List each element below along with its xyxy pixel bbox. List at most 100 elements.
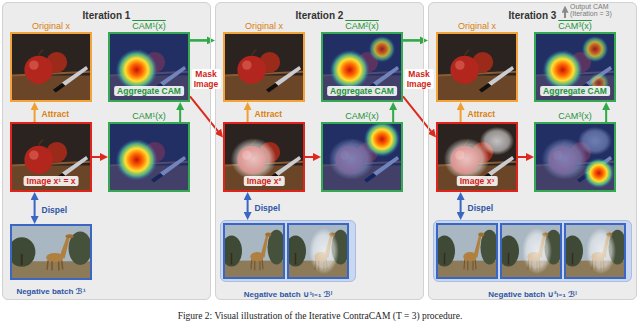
label-holder: Attract — [253, 103, 284, 121]
box-heading: Original x — [458, 21, 496, 32]
box-heading: CAM¹(x) — [132, 21, 166, 32]
original-image-box: Original x — [10, 32, 92, 102]
image-label: Aggregate CAM — [540, 86, 610, 96]
flow-arrow — [92, 156, 103, 158]
edge-label: Attract — [253, 109, 284, 119]
photo — [12, 124, 90, 190]
output-note: Output CAM (Iteration = 3) — [570, 3, 636, 18]
edge-label: Attract — [466, 109, 497, 119]
text-holder: Image x¹ = x — [24, 170, 79, 188]
box-heading: Original x — [32, 21, 70, 32]
panel-title: Iteration 3 — [509, 10, 557, 22]
photo — [438, 34, 516, 100]
text-holder: Aggregate CAM — [114, 80, 184, 98]
panel-title: Iteration 1 — [83, 10, 131, 22]
input-image-box: Image x² — [223, 122, 305, 192]
edge-label: Mask Image — [192, 69, 221, 89]
edge-label: Attract — [40, 109, 71, 119]
iteration-panel: Original xCAM¹(x)Aggregate CAMImage x¹ =… — [2, 2, 211, 300]
photo — [562, 224, 627, 278]
caption-holder: Figure 2: Visual illustration of the Ite… — [0, 305, 640, 323]
original-image-box: Original x — [436, 32, 518, 102]
edge-label: Dispel — [253, 203, 283, 213]
box-heading: CAM²(x) — [345, 111, 379, 122]
text-holder: Original x — [245, 15, 283, 33]
flow-arrow — [605, 107, 607, 122]
panel-ground — [215, 2, 424, 300]
heatmap — [536, 124, 614, 190]
text-holder: Iteration 1 — [3, 5, 210, 23]
heatmap — [110, 124, 188, 190]
iteration-panel: Original xCAM³(x)Aggregate CAMImage x³CA… — [428, 2, 637, 300]
batch-ground — [220, 220, 356, 282]
text-holder: CAM¹(x) — [132, 105, 166, 123]
text-holder: Original x — [32, 15, 70, 33]
image-label: Aggregate CAM — [114, 86, 184, 96]
flow-arrow — [190, 39, 210, 42]
negative-batch: Negative batch ∪¹ₗ₌₁ ℬˡ — [220, 220, 356, 282]
output-arrow — [564, 10, 566, 18]
text-holder: Original x — [458, 15, 496, 33]
label-holder: Attract — [40, 103, 71, 121]
image-label: Image x¹ = x — [24, 176, 79, 186]
edge-label: Dispel — [40, 205, 70, 215]
label-holder: Dispel — [253, 197, 283, 215]
edge-label: Mask Image — [405, 69, 434, 89]
box-heading: CAM³(x) — [558, 21, 592, 32]
panel-ground — [2, 2, 211, 300]
cam-box: CAM¹(x) — [108, 122, 190, 192]
image-label: Image x² — [244, 176, 285, 186]
label-holder: Attract — [466, 103, 497, 121]
flow-arrow — [34, 107, 36, 122]
photo — [434, 224, 499, 278]
box-heading: Original x — [245, 21, 283, 32]
input-image-box: Image x¹ = x — [10, 122, 92, 192]
text-holder: Iteration 2 — [216, 5, 423, 23]
photo — [225, 34, 303, 100]
flow-arrow — [403, 39, 423, 42]
text-holder: CAM¹(x) — [132, 15, 166, 33]
text-holder: CAM²(x) — [345, 15, 379, 33]
photo — [498, 224, 563, 278]
heatmap — [323, 34, 401, 100]
panel-title: Iteration 2 — [296, 10, 344, 22]
flow-arrow — [460, 197, 462, 215]
text-holder: Image x³ — [457, 170, 498, 188]
photo — [285, 224, 350, 278]
photo-frame — [437, 224, 497, 278]
photo-frame — [288, 224, 348, 278]
photo-frame — [501, 224, 561, 278]
flow-arrow — [460, 107, 462, 122]
image-label: Aggregate CAM — [327, 86, 397, 96]
photo-frame — [224, 224, 284, 278]
aggregate-cam-box: CAM³(x)Aggregate CAM — [534, 32, 616, 102]
photo — [438, 124, 516, 190]
photo — [225, 124, 303, 190]
label-holder: Mask Image — [405, 69, 434, 91]
aggregate-cam-box: CAM¹(x)Aggregate CAM — [108, 32, 190, 102]
heatmap — [536, 34, 614, 100]
negative-batch: Negative batch ∪²ₗ₌₁ ℬˡ — [433, 220, 632, 282]
photo — [12, 34, 90, 100]
heatmap — [323, 121, 401, 190]
negative-batch: Negative batch ℬ¹ — [10, 224, 92, 280]
box-heading: CAM²(x) — [345, 21, 379, 32]
label-holder: Output CAM (Iteration = 3) — [570, 2, 636, 20]
flow-arrow — [392, 107, 394, 122]
text-holder: Aggregate CAM — [540, 80, 610, 98]
text-holder: Negative batch ∪²ₗ₌₁ ℬˡ — [488, 283, 576, 301]
text-holder: Image x² — [244, 170, 285, 188]
batch-label: Negative batch ℬ¹ — [16, 287, 85, 297]
label-holder: Mask Image — [192, 69, 221, 91]
aggregate-cam-box: CAM²(x)Aggregate CAM — [321, 32, 403, 102]
photo-frame — [565, 224, 625, 278]
flow-arrow — [518, 156, 529, 158]
input-image-box: Image x³ — [436, 122, 518, 192]
figure-caption: Figure 2: Visual illustration of the Ite… — [178, 310, 463, 322]
image-label: Image x³ — [457, 176, 498, 186]
text-holder: CAM²(x) — [345, 105, 379, 123]
batch-ground — [433, 220, 632, 282]
text-holder: CAM³(x) — [558, 105, 592, 123]
